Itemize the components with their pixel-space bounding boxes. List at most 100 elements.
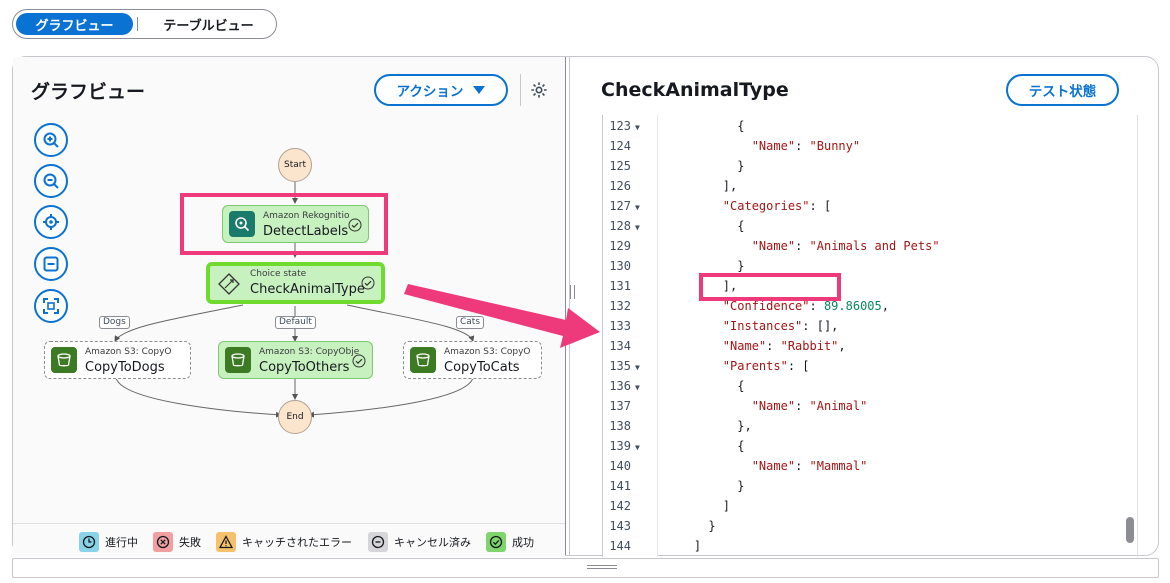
legend-cancelled: キャンセル済み [368, 532, 471, 552]
gear-icon[interactable] [530, 81, 548, 99]
line-number: 127▼ [609, 199, 640, 213]
workflow-panel: グラフビュー アクション [12, 56, 1159, 557]
copy-to-dogs-node[interactable]: Amazon S3: CopyO CopyToDogs [44, 341, 191, 379]
node-type: Amazon S3: CopyO [444, 347, 531, 357]
check-circle-icon [352, 354, 366, 368]
code-line: { [665, 119, 745, 133]
code-line: } [665, 259, 745, 273]
status-legend: 進行中 失敗 キャッチされたエラー キャンセル済み 成功 [13, 523, 565, 557]
code-line: ] [665, 539, 702, 553]
view-toggle: グラフビュー テーブルビュー [12, 9, 277, 39]
fold-arrow-icon: ▼ [635, 203, 640, 212]
center-graph-button[interactable] [34, 205, 68, 239]
drag-grip-icon [587, 565, 617, 569]
zoom-in-button[interactable] [34, 123, 68, 157]
code-line: }, [665, 419, 752, 433]
scrollbar-thumb[interactable] [1126, 517, 1134, 543]
node-name: CopyToDogs [85, 360, 165, 375]
rekognition-icon [229, 211, 255, 237]
zoom-in-icon [43, 132, 59, 148]
minus-square-icon [43, 256, 59, 272]
line-number: 123▼ [609, 119, 640, 133]
code-line: "Name": "Mammal" [751, 459, 868, 473]
line-number: 136▼ [609, 379, 640, 393]
legend-in-progress: 進行中 [79, 532, 138, 552]
line-number: 138 [609, 419, 631, 433]
line-number: 131 [609, 279, 631, 293]
code-line: "Name": "Animal" [751, 399, 868, 413]
code-line: ], [665, 279, 738, 293]
line-gutter [603, 115, 658, 557]
line-number: 126 [609, 179, 631, 193]
fold-arrow-icon: ▼ [635, 443, 640, 452]
line-number: 144 [609, 539, 631, 553]
line-number: 125 [609, 159, 631, 173]
s3-bucket-icon [225, 347, 251, 373]
line-number: 137 [609, 399, 631, 413]
node-type: Amazon Rekognitio [263, 211, 350, 221]
code-line: { [665, 379, 745, 393]
clock-icon [79, 532, 99, 552]
check-circle-icon [361, 276, 375, 290]
code-line: "Instances": [], [722, 319, 839, 333]
line-number: 128▼ [609, 219, 640, 233]
check-circle-icon [348, 218, 362, 232]
collapse-button[interactable] [34, 247, 68, 281]
graph-pane-title: グラフビュー [31, 81, 146, 103]
bottom-resize-bar[interactable] [12, 558, 1159, 578]
toggle-divider [137, 17, 139, 31]
code-line: { [665, 219, 745, 233]
state-title: CheckAnimalType [601, 79, 789, 101]
line-number: 142 [609, 499, 631, 513]
edge-label-dogs: Dogs [99, 316, 130, 329]
actions-label: アクション [396, 84, 464, 100]
graph-view-tab[interactable]: グラフビュー [16, 13, 134, 35]
fold-arrow-icon: ▼ [635, 383, 640, 392]
edge-label-default: Default [275, 316, 316, 329]
line-number: 141 [609, 479, 631, 493]
resize-handle[interactable] [570, 285, 576, 299]
line-number: 134 [609, 339, 631, 353]
code-line: "Name": "Animals and Pets" [751, 239, 940, 253]
code-line: "Name": "Bunny" [751, 139, 861, 153]
pane-divider [565, 57, 566, 555]
line-number: 143 [609, 519, 631, 533]
fit-view-button[interactable] [34, 289, 68, 323]
check-animal-type-node[interactable]: Choice state CheckAnimalType [206, 262, 385, 304]
code-line: } [665, 159, 745, 173]
warning-icon [216, 532, 236, 552]
node-name: CopyToCats [444, 360, 520, 375]
code-line: } [665, 519, 716, 533]
code-line: "Parents": [ [722, 359, 810, 373]
code-line: "Name": "Rabbit", [722, 339, 846, 353]
s3-bucket-icon [51, 347, 77, 373]
table-view-tab[interactable]: テーブルビュー [163, 18, 254, 34]
copy-to-cats-node[interactable]: Amazon S3: CopyO CopyToCats [403, 341, 542, 379]
zoom-out-button[interactable] [34, 164, 68, 198]
node-name: CheckAnimalType [250, 282, 365, 297]
zoom-out-icon [43, 173, 59, 189]
fold-arrow-icon: ▼ [635, 363, 640, 372]
line-number: 133 [609, 319, 631, 333]
choice-icon [216, 271, 242, 297]
detect-labels-node[interactable]: Amazon Rekognitio DetectLabels [222, 205, 369, 243]
end-node[interactable]: End [278, 400, 312, 434]
edge-label-cats: Cats [456, 316, 485, 329]
scroll-track [1137, 115, 1138, 557]
crosshair-icon [43, 214, 59, 230]
actions-dropdown-button[interactable]: アクション [374, 74, 508, 106]
code-line: } [665, 479, 745, 493]
toolbar-divider [520, 74, 521, 106]
node-type: Amazon S3: CopyO [85, 347, 172, 357]
node-type: Choice state [250, 269, 307, 279]
json-editor[interactable]: 123▼ {124 "Name": "Bunny"125 }126 ],127▼… [602, 115, 1138, 557]
line-number: 135▼ [609, 359, 640, 373]
start-node[interactable]: Start [278, 148, 312, 182]
copy-to-others-node[interactable]: Amazon S3: CopyObje CopyToOthers [218, 341, 373, 379]
code-line: ] [665, 499, 731, 513]
test-state-button[interactable]: テスト状態 [1006, 74, 1119, 106]
legend-label: キャッチされたエラー [242, 536, 352, 549]
line-number: 139▼ [609, 439, 640, 453]
fold-arrow-icon: ▼ [635, 123, 640, 132]
code-line: ], [665, 179, 738, 193]
